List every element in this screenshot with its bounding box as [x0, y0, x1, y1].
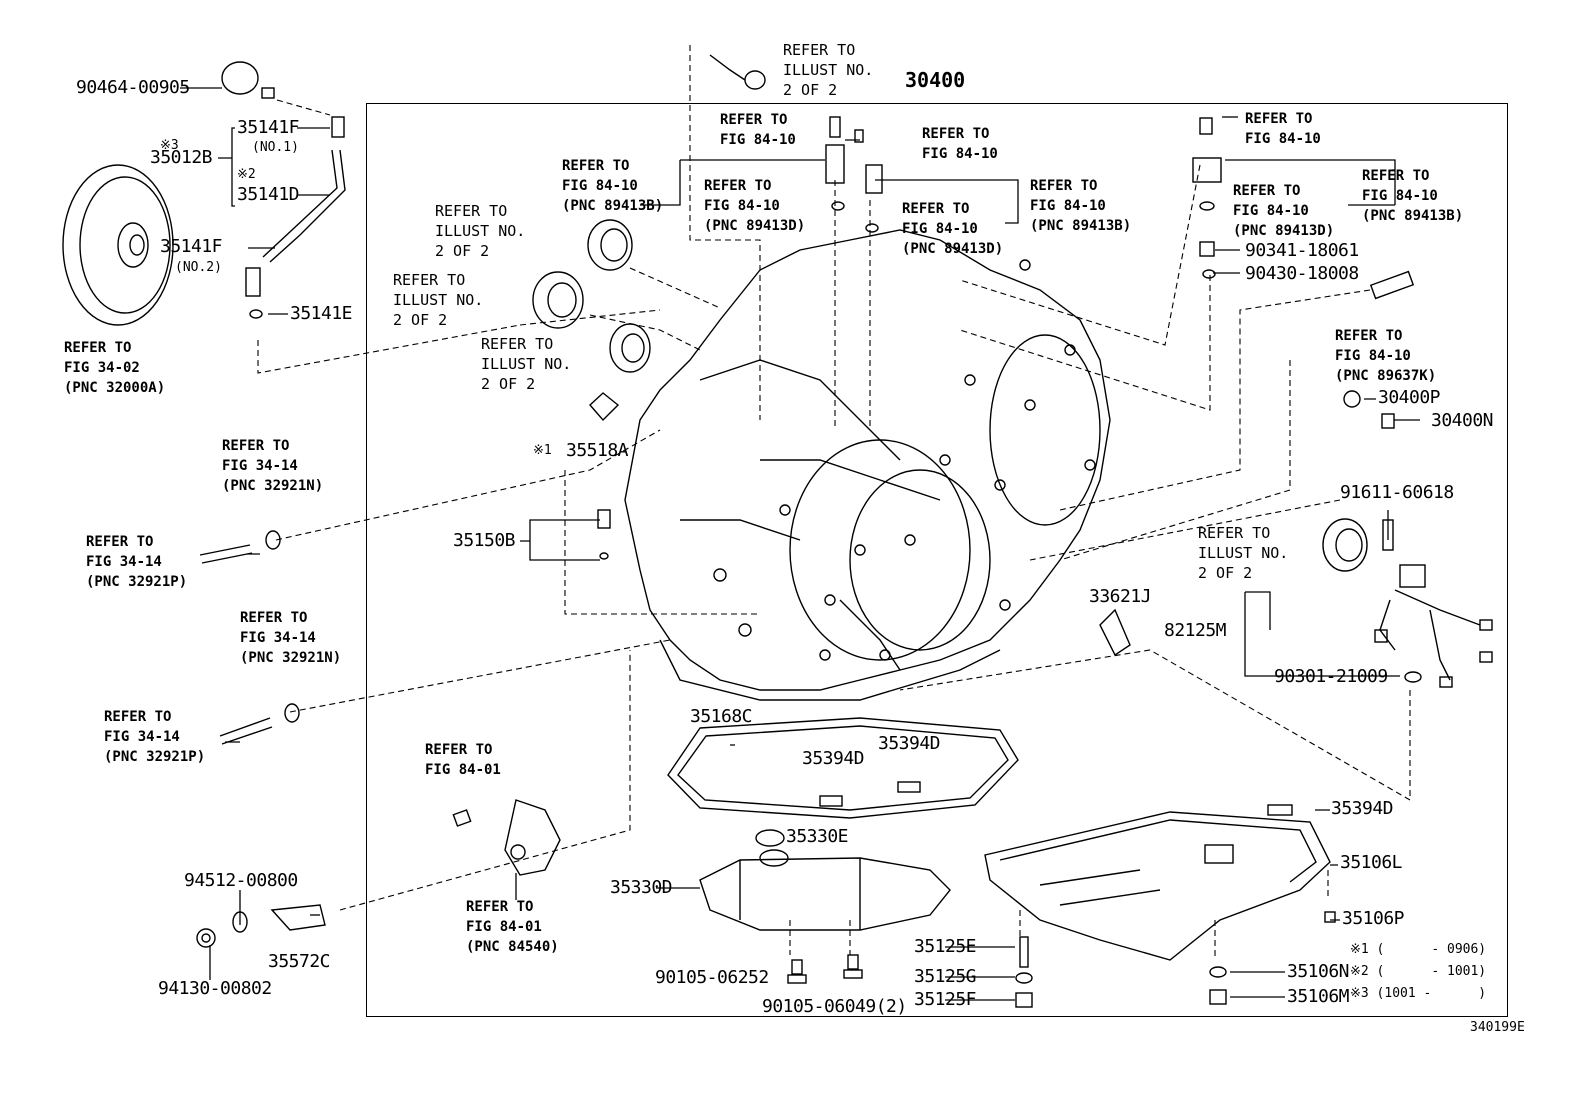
part-label[interactable]: 35141F [237, 117, 300, 138]
reference-callout[interactable]: REFER TO FIG 34-14 (PNC 32921N) [240, 610, 342, 666]
reference-callout[interactable]: REFER TO FIG 84-10 [922, 126, 998, 162]
part-label[interactable]: 35106N [1287, 961, 1350, 982]
part-label[interactable]: 35330E [786, 826, 849, 847]
part-label[interactable]: 35394D [878, 733, 941, 754]
note-marker: ※3 [160, 138, 179, 153]
part-label[interactable]: 90464-00905 [76, 77, 190, 98]
reference-callout[interactable]: REFER TO FIG 84-01 (PNC 84540) [466, 899, 559, 955]
part-label[interactable]: 35125F [914, 989, 977, 1010]
reference-callout[interactable]: REFER TO FIG 84-10 (PNC 89413D) [1233, 183, 1335, 239]
footnote: ※2 ( - 1001) [1350, 964, 1487, 979]
main-part-number: 30400 [905, 68, 966, 92]
part-label[interactable]: 35330D [610, 877, 673, 898]
footnote: ※1 ( - 0906) [1350, 942, 1487, 957]
reference-callout[interactable]: REFER TO ILLUST NO. 2 OF 2 [393, 271, 484, 329]
reference-callout[interactable]: REFER TO FIG 84-10 (PNC 89413B) [1362, 168, 1464, 224]
reference-callout[interactable]: REFER TO FIG 34-14 (PNC 32921N) [222, 438, 324, 494]
note-marker: ※2 [237, 167, 256, 182]
part-label[interactable]: 35168C [690, 706, 753, 727]
part-label[interactable]: 35106M [1287, 986, 1350, 1007]
reference-callout[interactable]: REFER TO FIG 34-14 (PNC 32921P) [104, 709, 206, 765]
note-marker: ※1 [533, 443, 552, 458]
reference-callout[interactable]: REFER TO FIG 84-10 (PNC 89413B) [562, 158, 664, 214]
reference-callout[interactable]: REFER TO ILLUST NO. 2 OF 2 [1198, 524, 1289, 582]
part-label[interactable]: 90341-18061 [1245, 240, 1359, 261]
part-label[interactable]: 94130-00802 [158, 978, 272, 999]
part-label[interactable]: 90105-06049(2) [762, 996, 907, 1017]
part-label[interactable]: 35012B [150, 147, 213, 168]
part-label[interactable]: 90105-06252 [655, 967, 769, 988]
part-qualifier: (NO.1) [252, 140, 299, 155]
reference-callout[interactable]: REFER TO FIG 84-10 (PNC 89413D) [902, 201, 1004, 257]
part-label[interactable]: 35141D [237, 184, 300, 205]
part-label[interactable]: 82125M [1164, 620, 1227, 641]
part-label[interactable]: 35125E [914, 936, 977, 957]
reference-callout[interactable]: REFER TO FIG 84-01 [425, 742, 501, 778]
reference-callout[interactable]: REFER TO FIG 34-14 (PNC 32921P) [86, 534, 188, 590]
assembly-frame [366, 103, 1508, 1017]
part-qualifier: (NO.2) [175, 260, 222, 275]
part-label[interactable]: 30400N [1431, 410, 1494, 431]
part-label[interactable]: 35106L [1340, 852, 1403, 873]
part-label[interactable]: 33621J [1089, 586, 1152, 607]
reference-callout[interactable]: REFER TO FIG 84-10 [720, 112, 796, 148]
part-label[interactable]: 35572C [268, 951, 331, 972]
figure-id: 340199E [1470, 1020, 1525, 1035]
reference-callout[interactable]: REFER TO FIG 84-10 (PNC 89413D) [704, 178, 806, 234]
reference-callout[interactable]: REFER TO ILLUST NO. 2 OF 2 [435, 202, 526, 260]
reference-callout[interactable]: REFER TO FIG 84-10 (PNC 89637K) [1335, 328, 1437, 384]
part-label[interactable]: 91611-60618 [1340, 482, 1454, 503]
reference-callout[interactable]: REFER TO FIG 34-02 (PNC 32000A) [64, 340, 166, 396]
part-label[interactable]: 35141F [160, 236, 223, 257]
part-label[interactable]: 30400P [1378, 387, 1441, 408]
part-label[interactable]: 35150B [453, 530, 516, 551]
part-label[interactable]: 35125G [914, 966, 977, 987]
part-label[interactable]: 90301-21009 [1274, 666, 1388, 687]
part-label[interactable]: 35394D [1331, 798, 1394, 819]
reference-callout[interactable]: REFER TO ILLUST NO. 2 OF 2 [481, 335, 572, 393]
footnote: ※3 (1001 - ) [1350, 986, 1487, 1001]
part-label[interactable]: 35518A [566, 440, 629, 461]
reference-callout[interactable]: REFER TO FIG 84-10 [1245, 111, 1321, 147]
reference-callout[interactable]: REFER TO FIG 84-10 (PNC 89413B) [1030, 178, 1132, 234]
part-label[interactable]: 94512-00800 [184, 870, 298, 891]
part-label[interactable]: 35106P [1342, 908, 1405, 929]
part-label[interactable]: 90430-18008 [1245, 263, 1359, 284]
part-label[interactable]: 35394D [802, 748, 865, 769]
reference-callout[interactable]: REFER TO ILLUST NO. 2 OF 2 [783, 41, 874, 99]
part-label[interactable]: 35141E [290, 303, 353, 324]
